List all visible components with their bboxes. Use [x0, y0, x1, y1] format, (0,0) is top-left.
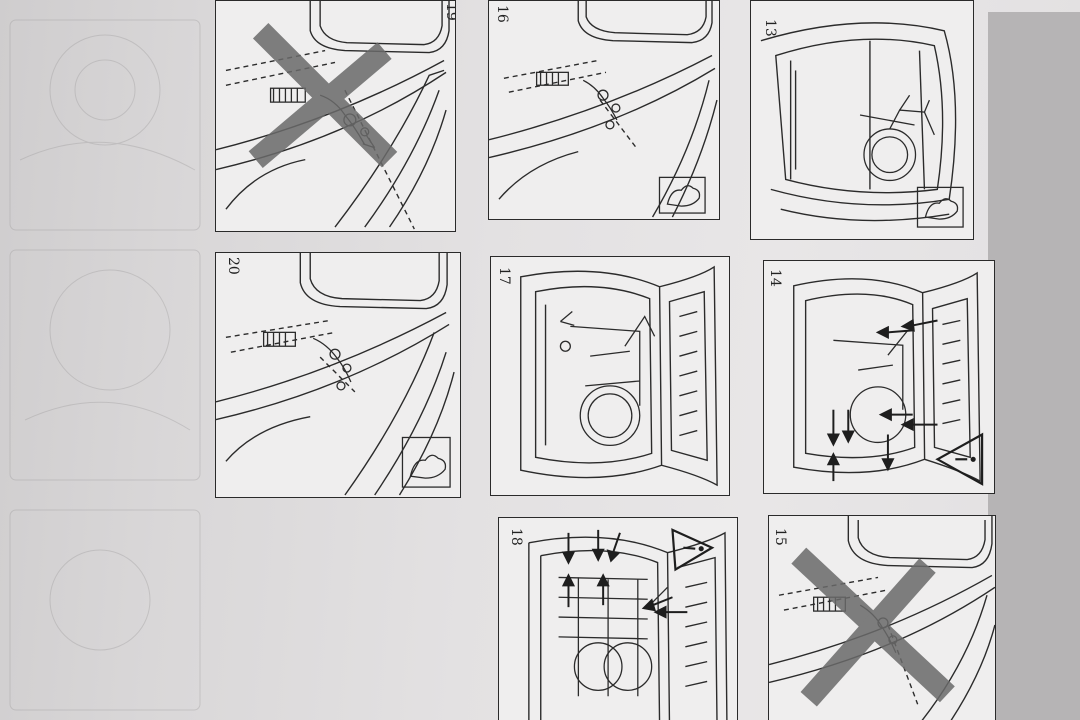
bicycle-icon	[559, 311, 656, 447]
car-rear-icon	[216, 1, 450, 230]
step-16-panel: 16	[488, 0, 720, 220]
warning-triangle-icon	[671, 528, 715, 572]
thumbs-up-icon	[916, 186, 964, 228]
warning-triangle-icon	[935, 432, 984, 486]
arrows-icon	[826, 318, 938, 482]
step-14-panel: 14	[763, 260, 995, 494]
bicycles-icon	[558, 576, 668, 697]
car-interior-icon	[760, 22, 964, 228]
bike-mount-icon	[535, 71, 621, 130]
open-trunk-icon	[793, 271, 984, 486]
car-rear-icon	[769, 516, 995, 720]
step-17-panel: 17	[490, 256, 730, 496]
open-trunk-icon	[528, 528, 728, 720]
step-20-panel: 20	[215, 252, 461, 498]
car-rear-icon	[216, 253, 455, 496]
bicycle-icon	[833, 330, 909, 444]
arrows-icon	[561, 529, 688, 619]
step-13-panel: 13	[750, 0, 974, 240]
step-15-panel: 15	[768, 515, 996, 720]
cross-out-icon	[791, 547, 955, 707]
thumbs-up-icon	[401, 436, 451, 488]
bicycle-icon	[859, 94, 935, 182]
car-rear-icon	[489, 1, 718, 218]
step-18-panel: 18	[498, 517, 738, 720]
step-19-panel: 19	[215, 0, 456, 232]
open-trunk-icon	[520, 265, 718, 487]
cross-out-icon	[248, 23, 398, 168]
bike-mount-icon	[262, 331, 352, 391]
show-through-ghost-drawing	[9, 19, 201, 711]
margin-grey-band	[988, 12, 1080, 720]
thumbs-up-icon	[658, 176, 706, 214]
